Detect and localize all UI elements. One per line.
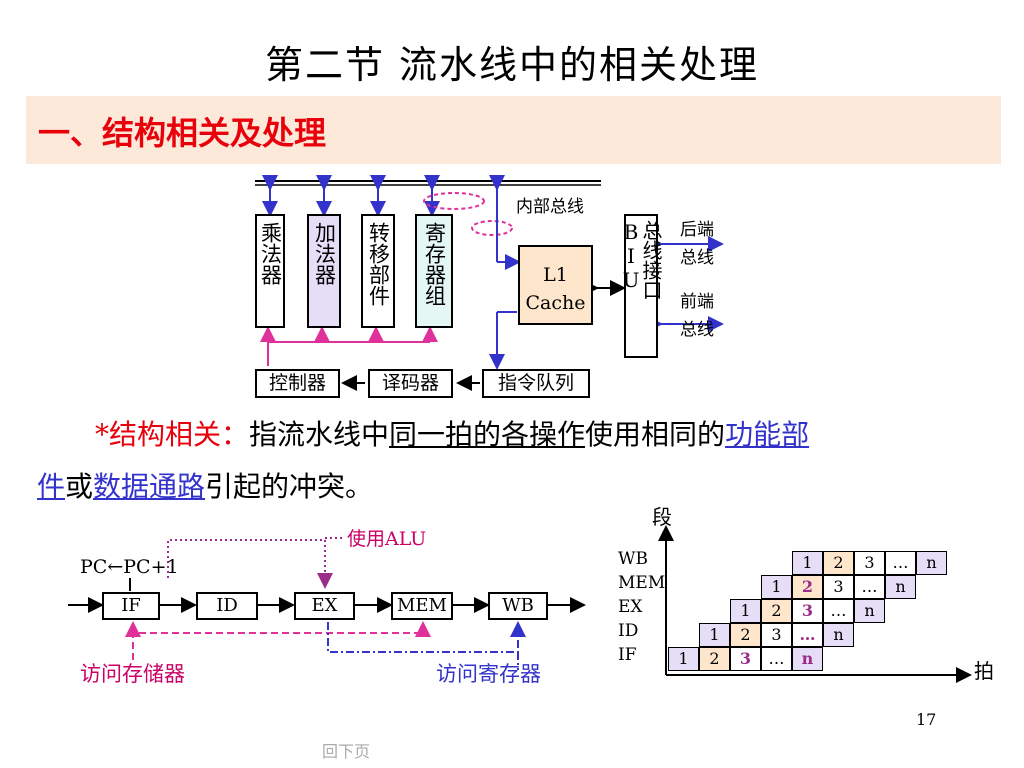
- page-title: 第二节 流水线中的相关处理: [264, 43, 760, 87]
- pc-increment-label: PC←PC+1: [80, 556, 179, 578]
- timing-cell: 3: [823, 575, 854, 599]
- timing-cell: n: [885, 575, 916, 599]
- use-alu-label: 使用ALU: [347, 528, 427, 550]
- decoder-box: 译码器: [368, 369, 453, 398]
- timing-cell: 2: [761, 599, 792, 623]
- timing-cell: 1: [699, 623, 730, 647]
- controller-box: 控制器: [255, 369, 340, 398]
- data-path-term: 数据通路: [93, 470, 206, 503]
- timing-cell: 2: [730, 623, 761, 647]
- stage-label-wb: WB: [618, 549, 648, 569]
- stage-label-mem: MEM: [618, 573, 666, 593]
- stage-wb: WB: [488, 592, 548, 620]
- timing-cell: 2: [699, 647, 730, 671]
- timing-cell: 1: [792, 551, 823, 575]
- adder-unit: 加法器: [307, 214, 341, 328]
- definition-line-2: 件或数据通路引起的冲突。: [37, 470, 374, 503]
- pipeline-diagram: PC←PC+1 使用ALU IF ID EX MEM WB 访问存储器 访问寄存…: [0, 510, 600, 700]
- timing-cell: n: [823, 623, 854, 647]
- timing-cell: …: [854, 575, 885, 599]
- x-axis-label: 拍: [974, 659, 994, 683]
- timing-cell: 3: [854, 551, 885, 575]
- multiplier-unit: 乘法器: [255, 214, 285, 328]
- y-axis-label: 段: [652, 505, 672, 529]
- backend-bus-label: 后端 总线: [680, 220, 714, 268]
- pipeline-lines: [68, 537, 586, 670]
- timing-cell: …: [885, 551, 916, 575]
- functional-unit-term: 功能部: [725, 418, 810, 451]
- timing-cell: …: [823, 599, 854, 623]
- timing-cell: 2: [823, 551, 854, 575]
- stage-label-if: IF: [618, 645, 637, 665]
- timing-cell: …: [792, 623, 823, 647]
- timing-cell: 3: [730, 647, 761, 671]
- page-number: 17: [916, 710, 937, 729]
- stage-ex: EX: [294, 592, 355, 620]
- l1-cache: L1 Cache: [518, 245, 593, 325]
- register-file: 寄存器组: [415, 214, 453, 328]
- timing-cell: 1: [761, 575, 792, 599]
- timing-cell: 3: [761, 623, 792, 647]
- memory-access-label: 访问存储器: [80, 662, 185, 686]
- timing-axes: [658, 525, 972, 683]
- timing-cell: 3: [792, 599, 823, 623]
- section-bar: [26, 96, 1001, 164]
- internal-bus-label: 内部总线: [516, 197, 584, 217]
- timing-cell: n: [792, 647, 823, 671]
- register-access-label: 访问寄存器: [436, 662, 541, 686]
- definition-line-1: *结构相关：指流水线中同一拍的各操作使用相同的功能部: [95, 418, 810, 451]
- next-page-link[interactable]: 回下页: [322, 742, 371, 761]
- stage-id: ID: [196, 592, 258, 620]
- section-heading: 一、结构相关及处理: [38, 114, 327, 152]
- definition-term: 结构相关：: [109, 418, 250, 451]
- timing-cell: …: [761, 647, 792, 671]
- frontend-bus-label: 前端 总线: [680, 292, 714, 340]
- bus-interface-unit: 总线接口BIU: [619, 214, 663, 358]
- stage-label-ex: EX: [618, 597, 643, 617]
- timing-cell: 1: [730, 599, 761, 623]
- instruction-queue-box: 指令队列: [482, 369, 590, 398]
- definition-star: *: [95, 418, 109, 451]
- stage-label-id: ID: [618, 621, 639, 641]
- timing-cell: 1: [668, 647, 699, 671]
- stage-if: IF: [102, 592, 160, 620]
- timing-cell: n: [916, 551, 947, 575]
- timing-cell: 2: [792, 575, 823, 599]
- stage-mem: MEM: [391, 592, 453, 620]
- branch-unit: 转移部件: [361, 214, 395, 328]
- timing-cell: n: [854, 599, 885, 623]
